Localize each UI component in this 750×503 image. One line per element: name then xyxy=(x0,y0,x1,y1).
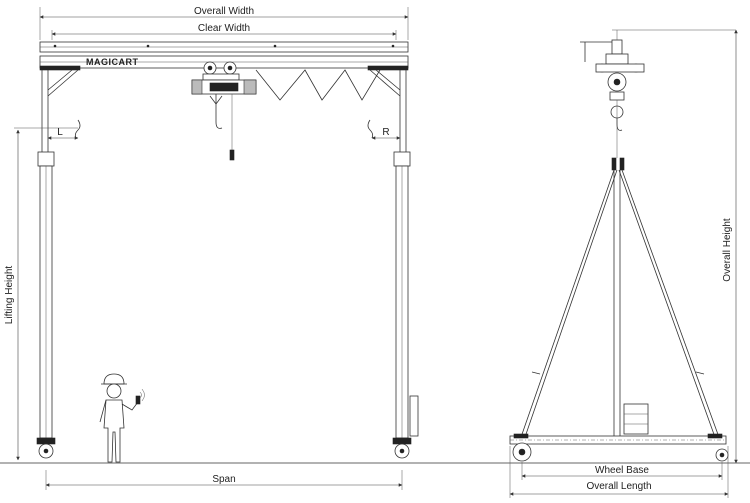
span-label: Span xyxy=(212,474,235,485)
side-base xyxy=(509,403,729,462)
operator-figure xyxy=(99,373,145,463)
right-hook-approach-dimension: R xyxy=(367,119,401,140)
wheel-base-label: Wheel Base xyxy=(595,465,649,476)
side-hoist xyxy=(595,53,645,131)
brand-logo: MAGICART xyxy=(86,57,139,67)
side-a-frame xyxy=(519,100,721,441)
right-hook-approach-label: R xyxy=(382,127,389,138)
overall-width-label: Overall Width xyxy=(194,6,254,17)
overall-width-dimension: Overall Width xyxy=(39,6,409,40)
beam-truss xyxy=(255,69,381,101)
overall-length-label: Overall Length xyxy=(586,481,651,492)
left-leg xyxy=(36,69,79,459)
hard-hat-icon xyxy=(103,373,125,385)
left-hook-icon xyxy=(74,119,81,139)
overall-height-label: Overall Height xyxy=(722,218,733,282)
side-hook-icon xyxy=(616,118,623,131)
right-leg xyxy=(369,69,419,459)
overall-height-dimension: Overall Height xyxy=(722,29,738,464)
overall-length-dimension: Overall Length xyxy=(509,446,729,498)
side-view: Overall Height Wheel Base Overall Length xyxy=(509,29,738,498)
pendant-control-icon xyxy=(229,149,235,161)
left-hook-approach-label: L xyxy=(57,127,63,138)
hoist-hook-icon xyxy=(215,112,223,129)
lifting-height-dimension: Lifting Height xyxy=(4,129,20,461)
clear-width-label: Clear Width xyxy=(198,23,250,34)
side-top-cap xyxy=(580,29,736,62)
left-hook-approach-dimension: L xyxy=(14,119,81,140)
right-hook-icon xyxy=(367,119,374,139)
hoist-trolley xyxy=(191,61,257,161)
clear-width-dimension: Clear Width xyxy=(51,23,397,40)
remote-control-icon xyxy=(135,395,141,405)
wheel-base-dimension: Wheel Base xyxy=(521,462,723,480)
front-view: Overall Width Clear Width MAGICART xyxy=(4,6,419,490)
lifting-height-label: Lifting Height xyxy=(4,266,15,325)
span-dimension: Span xyxy=(45,470,403,490)
